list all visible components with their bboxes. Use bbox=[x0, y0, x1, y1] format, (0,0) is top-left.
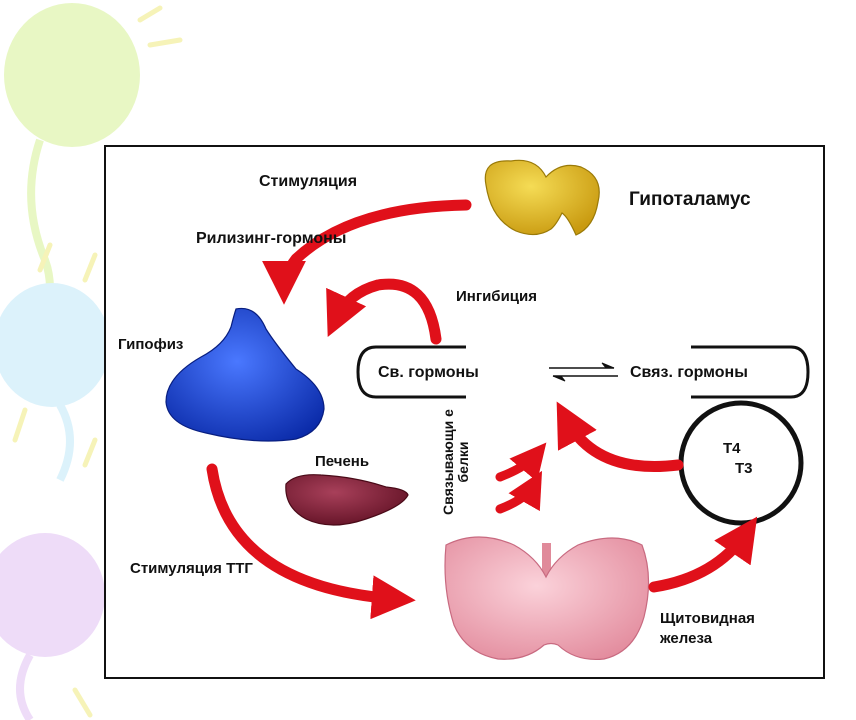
free-hormones-bracket bbox=[356, 345, 466, 399]
stimulation-label: Стимуляция bbox=[259, 173, 358, 190]
tsh-stimulation-label: Стимуляция ТТГ bbox=[130, 560, 253, 577]
liver-label: Печень bbox=[315, 453, 370, 470]
balloon-blue-icon bbox=[0, 283, 110, 482]
t3-label: Т3 bbox=[735, 460, 753, 477]
pituitary-icon bbox=[165, 307, 325, 442]
hypothalamus-label: Гипоталамус bbox=[629, 189, 751, 210]
t4t3-to-free-hormones-arrow bbox=[556, 401, 684, 472]
balloon-purple-icon bbox=[0, 533, 105, 720]
stimulation-arrow bbox=[262, 199, 472, 305]
tsh-stimulation-arrow bbox=[206, 463, 416, 620]
liver-icon bbox=[285, 474, 409, 526]
inhibition-arrow bbox=[326, 278, 442, 345]
hypothalamus-icon bbox=[484, 159, 600, 236]
pituitary-label: Гипофиз bbox=[118, 336, 184, 353]
free-hormones-label: Св. гормоны bbox=[378, 364, 479, 381]
thyroid-regulation-diagram bbox=[165, 159, 810, 661]
binding-proteins-arrow-lower bbox=[495, 470, 543, 514]
equilibrium-arrows-icon bbox=[549, 362, 618, 382]
releasing-hormones-label: Рилизинг-гормоны bbox=[196, 230, 347, 247]
inhibition-label: Ингибиция bbox=[456, 288, 537, 305]
bound-hormones-label: Связ. гормоны bbox=[630, 364, 748, 381]
binding-proteins-label: Связывающи е белки bbox=[440, 409, 471, 515]
bound-hormones-bracket bbox=[691, 345, 810, 399]
t4-label: Т4 bbox=[723, 440, 741, 457]
binding-proteins-arrow-upper bbox=[495, 442, 547, 482]
thyroid-to-t4t3-arrow bbox=[648, 516, 758, 593]
diagram-frame: Стимуляция Рилизинг-гормоны Гипоталамус … bbox=[104, 145, 825, 679]
thyroid-label-line2: железа bbox=[660, 630, 713, 647]
thyroid-label-line1: Щитовидная bbox=[660, 610, 755, 627]
thyroid-gland-icon bbox=[444, 536, 650, 661]
